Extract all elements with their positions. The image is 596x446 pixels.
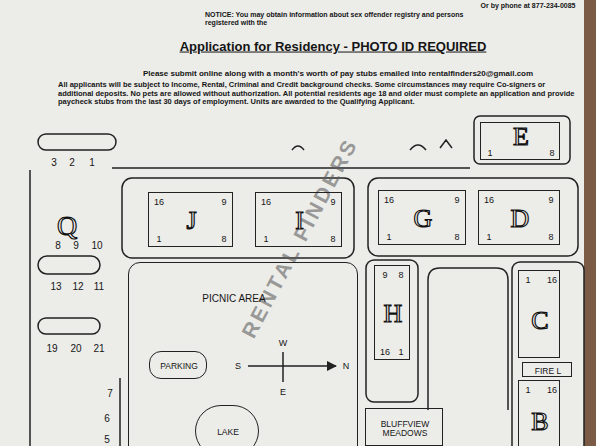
area-label: BLUFFVIEW MEADOWS	[371, 420, 439, 437]
building-box: G 16 9 1 8	[378, 190, 466, 245]
unit-number: 7	[107, 388, 113, 400]
building-letter: C	[531, 308, 548, 334]
building-letter: H	[384, 301, 403, 327]
unit-number: 1	[386, 233, 391, 242]
unit-number: 12	[72, 281, 83, 293]
unit-number: 8	[548, 233, 553, 242]
unit-number: 9	[73, 240, 79, 252]
unit-number: 16	[261, 198, 271, 207]
unit-number: 8	[55, 240, 61, 252]
building-box: J 16 9 1 8	[148, 192, 233, 247]
unit-number: 16	[547, 276, 557, 285]
unit-number: 16	[547, 386, 557, 395]
building-box: I 16 9 1 8	[255, 192, 342, 247]
building-box: C 1 16	[518, 270, 560, 358]
form-title: Application for Residency - PHOTO ID REQ…	[180, 40, 487, 55]
building-box: B 1 16	[518, 380, 560, 446]
road-outlines	[30, 116, 584, 446]
building-letter: E	[513, 124, 529, 150]
area-label: LAKE	[201, 428, 255, 437]
road-stub	[38, 318, 100, 334]
area-label: FIRE L	[535, 366, 561, 375]
scribble	[292, 140, 452, 150]
unit-number: 1	[398, 348, 403, 357]
compass-axis	[248, 365, 336, 367]
compass-axis	[282, 352, 284, 382]
unit-number: 20	[70, 343, 81, 355]
unit-number: 16	[154, 198, 164, 207]
unit-number: 1	[525, 276, 530, 285]
compass-letter: N	[343, 361, 350, 371]
building-letter: D	[511, 206, 530, 232]
unit-number: 8	[330, 235, 335, 244]
lake: LAKE	[195, 405, 259, 446]
road-edge	[112, 167, 470, 169]
unit-number: 1	[89, 157, 95, 169]
road-stub	[38, 256, 100, 274]
building-letter: I	[295, 208, 304, 234]
unit-number: 3	[51, 157, 57, 169]
unit-number: 10	[91, 240, 102, 252]
unit-number: 11	[94, 281, 104, 293]
compass-letter: S	[235, 361, 241, 371]
unit-number: 9	[454, 196, 459, 205]
building-letter: G	[414, 206, 433, 232]
wood-edge	[584, 0, 596, 446]
fire-lane-sign: FIRE L	[522, 362, 572, 377]
area-label: PICNIC AREA	[202, 294, 265, 304]
unit-number: 8	[221, 235, 226, 244]
unit-number: 1	[487, 149, 492, 158]
instruction-line: Please submit online along with a month'…	[143, 69, 533, 78]
road-edge	[119, 378, 121, 446]
loop-road	[428, 268, 508, 410]
unit-number: 21	[93, 343, 104, 355]
compass	[248, 352, 336, 382]
unit-number: 9	[330, 198, 335, 207]
building-letter: J	[186, 208, 196, 234]
unit-number: 16	[484, 196, 494, 205]
compass-letter: W	[279, 338, 288, 348]
unit-number: 9	[382, 271, 387, 280]
unit-number: 1	[525, 386, 530, 395]
notice-text: NOTICE: You may obtain information about…	[205, 11, 467, 27]
unit-number: 1	[263, 235, 268, 244]
unit-number: 5	[104, 434, 110, 446]
parking-lot: PARKING	[149, 351, 207, 379]
unit-number: 8	[454, 233, 459, 242]
area-letter: Q	[57, 210, 77, 242]
compass-letter: E	[280, 387, 286, 397]
road-stub	[38, 134, 116, 150]
building-box: E 1 8	[480, 122, 560, 160]
building-box: H 9 8 16 1	[374, 265, 410, 360]
unit-number: 8	[549, 149, 554, 158]
unit-number: 16	[380, 348, 390, 357]
building-box: D 16 9 1 8	[478, 190, 560, 245]
block-outline	[368, 178, 578, 256]
unit-number: 9	[221, 198, 226, 207]
area-label: PARKING	[160, 362, 198, 371]
unit-number: 9	[548, 196, 553, 205]
unit-number: 6	[104, 413, 110, 425]
unit-number: 8	[398, 271, 403, 280]
bluffview-meadows-box: BLUFFVIEW MEADOWS	[365, 408, 443, 446]
block-outline	[474, 116, 570, 164]
unit-number: 2	[69, 157, 75, 169]
instruction-text: All applicants will be subject to Income…	[58, 81, 578, 107]
block-outline	[512, 262, 584, 446]
unit-number: 16	[384, 196, 394, 205]
road-edge	[29, 170, 31, 446]
unit-number: 13	[50, 281, 61, 293]
phone-note: Or by phone at 877-234-0085	[481, 2, 576, 10]
picnic-area: PICNIC AREA PARKING LAKE	[128, 262, 358, 446]
unit-number: 1	[156, 235, 161, 244]
block-outline	[366, 260, 418, 402]
unit-number: 1	[486, 233, 491, 242]
unit-number: 19	[46, 343, 57, 355]
building-letter: B	[531, 409, 548, 435]
